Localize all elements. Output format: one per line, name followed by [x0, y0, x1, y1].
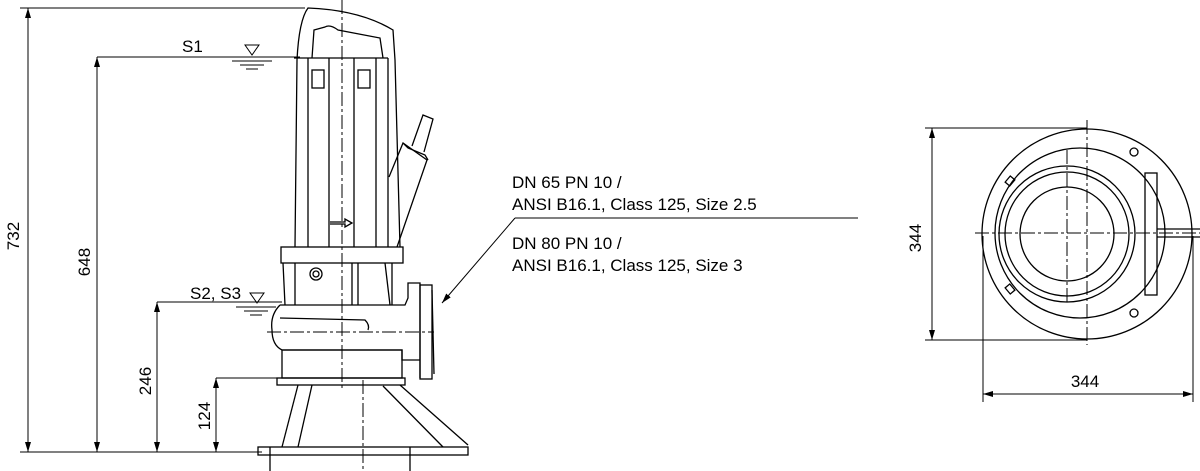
pump-side-view [257, 0, 469, 471]
s2-s3-label: S2, S3 [190, 284, 241, 303]
water-level-icon [244, 44, 260, 56]
dimension-344-vertical: 344 [906, 127, 1087, 341]
discharge-callout: DN 65 PN 10 / ANSI B16.1, Class 125, Siz… [441, 173, 858, 304]
pump-top-view [975, 120, 1200, 345]
water-level-s1: S1 [97, 37, 300, 70]
callout-dn80: DN 80 PN 10 / [512, 234, 622, 253]
callout-ansi-size-3: ANSI B16.1, Class 125, Size 3 [512, 256, 743, 275]
dimension-246: 246 [136, 302, 160, 452]
dim-246-label: 246 [136, 367, 155, 395]
s1-label: S1 [182, 37, 203, 56]
dim-344-depth-label: 344 [906, 224, 925, 252]
water-level-s2-s3: S2, S3 [157, 284, 282, 316]
dimension-124: 124 [195, 377, 282, 452]
dim-648-label: 648 [75, 248, 94, 276]
dim-344-width-label: 344 [1071, 372, 1099, 391]
dimension-732: 732 [4, 7, 305, 452]
dim-732-label: 732 [4, 222, 23, 250]
water-level-icon [249, 292, 265, 304]
dimension-344-horizontal: 344 [982, 236, 1194, 402]
callout-ansi-size-2-5: ANSI B16.1, Class 125, Size 2.5 [512, 195, 757, 214]
dimension-648: 648 [75, 57, 100, 452]
callout-dn65: DN 65 PN 10 / [512, 173, 622, 192]
dim-124-label: 124 [195, 402, 214, 430]
